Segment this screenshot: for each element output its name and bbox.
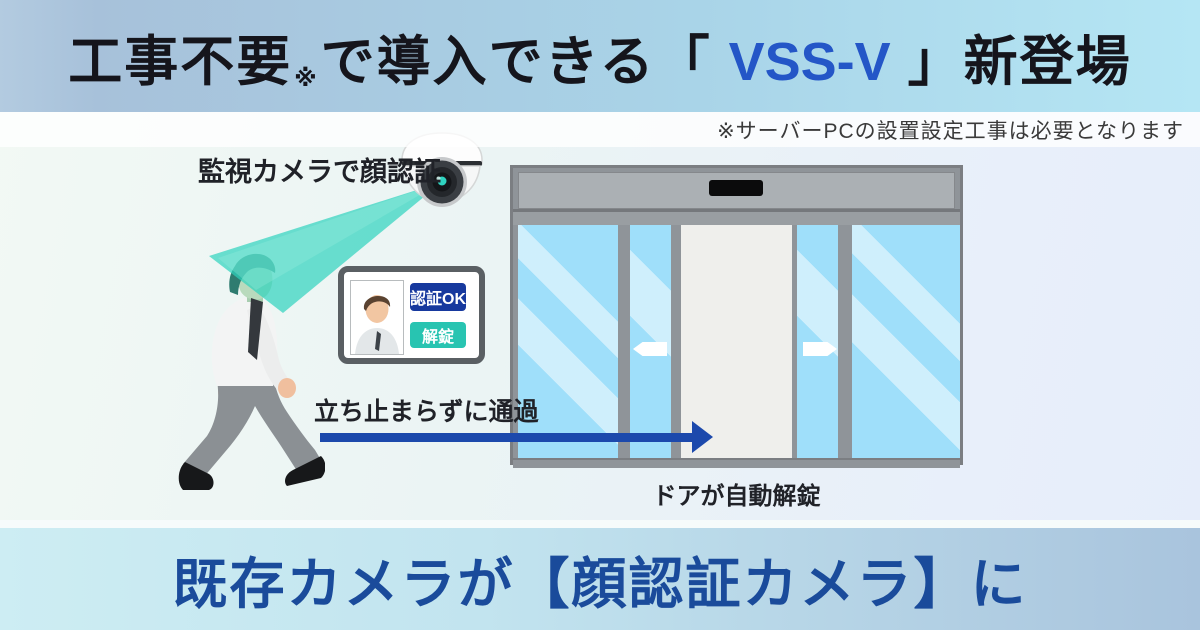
door-track [513, 209, 960, 225]
title-mid: で導入できる「 [320, 31, 729, 92]
monitor-photo [350, 280, 404, 355]
product-name: VSS-V [728, 31, 891, 92]
automatic-door [510, 165, 963, 468]
camera-label: 監視カメラで顔認証 [198, 157, 441, 187]
auth-ok-badge: 認証OK [410, 283, 466, 311]
footer-text: 既存カメラが【顔認証カメラ】に [172, 553, 1028, 615]
door-sill [513, 458, 960, 468]
door-glass-panel [852, 225, 960, 458]
pass-arrow-line [320, 433, 692, 442]
disclaimer-strip: ※サーバーPCの設置設定工事は必要となります [0, 112, 1200, 147]
door-label: ドアが自動解錠 [652, 483, 821, 510]
disclaimer-text: ※サーバーPCの設置設定工事は必要となります [717, 119, 1184, 143]
door-mullion [618, 225, 630, 458]
title-pre: 工事不要 [68, 31, 293, 92]
person-photo-icon [355, 295, 399, 354]
door-arrow-left-icon [633, 342, 667, 356]
door-sliding-panel [630, 225, 676, 458]
title-note-mark: ※ [294, 64, 319, 91]
door-open-gap [681, 225, 792, 458]
door-sensor-icon [709, 180, 763, 196]
footer-divider [0, 520, 1200, 528]
door-sliding-panel [792, 225, 838, 458]
door-arrow-right-icon [803, 342, 837, 356]
header-banner: 工事不要※で導入できる「 VSS-V 」新登場 [0, 0, 1200, 112]
footer-banner: 既存カメラが【顔認証カメラ】に [0, 528, 1200, 630]
door-glass-panel [518, 225, 618, 458]
auth-monitor: 認証OK 解錠 [338, 266, 485, 364]
pass-arrow-head-icon [692, 421, 713, 453]
title-post: 」新登場 [890, 31, 1132, 92]
unlock-badge: 解錠 [410, 322, 466, 348]
walking-person-icon [178, 253, 325, 490]
main-title: 工事不要※で導入できる「 VSS-V 」新登場 [68, 17, 1131, 96]
pass-label: 立ち止まらずに通過 [314, 398, 539, 426]
door-mullion [840, 225, 852, 458]
